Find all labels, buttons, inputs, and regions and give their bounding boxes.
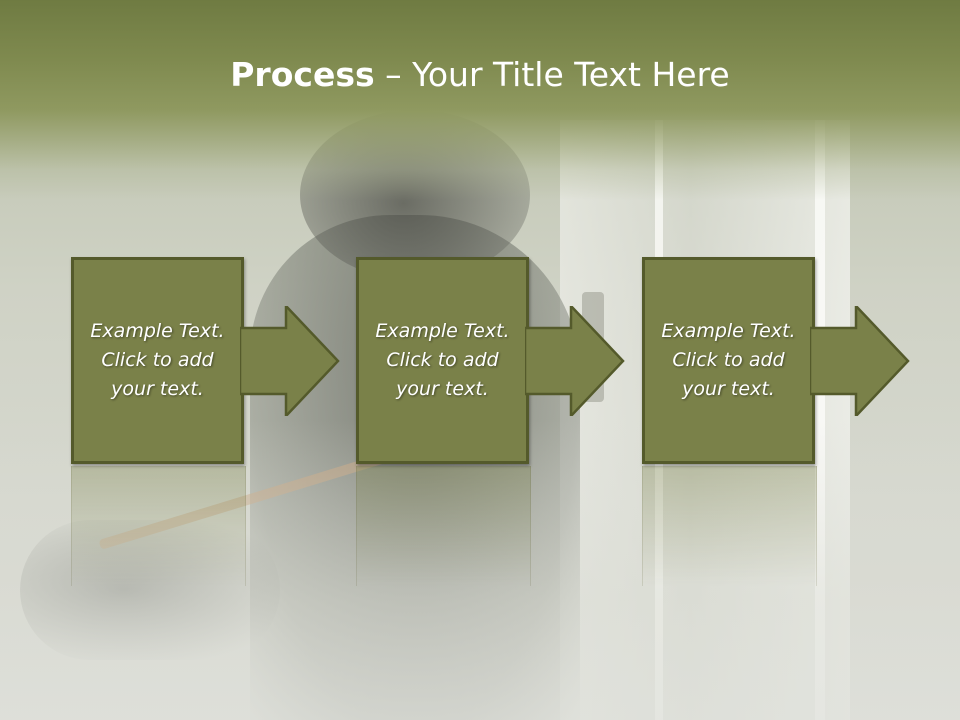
bottom-fade: [0, 420, 960, 720]
title-rest: – Your Title Text Here: [374, 55, 730, 94]
process-step-2[interactable]: Example Text. Click to add your text.: [356, 257, 529, 464]
step-box[interactable]: Example Text. Click to add your text.: [642, 257, 815, 464]
slide-title[interactable]: Process – Your Title Text Here: [0, 52, 960, 98]
box-reflection: [71, 466, 246, 586]
arrow-right-icon: [810, 306, 910, 416]
step-box[interactable]: Example Text. Click to add your text.: [71, 257, 244, 464]
step-text[interactable]: Example Text. Click to add your text.: [375, 320, 510, 400]
box-reflection: [642, 466, 817, 586]
title-bold: Process: [230, 55, 375, 94]
process-step-1[interactable]: Example Text. Click to add your text.: [71, 257, 244, 464]
box-reflection: [356, 466, 531, 586]
arrow-right-icon: [525, 306, 625, 416]
arrow-right-icon: [240, 306, 340, 416]
step-text[interactable]: Example Text. Click to add your text.: [661, 320, 796, 400]
step-box[interactable]: Example Text. Click to add your text.: [356, 257, 529, 464]
step-text[interactable]: Example Text. Click to add your text.: [90, 320, 225, 400]
process-step-3[interactable]: Example Text. Click to add your text.: [642, 257, 815, 464]
title-band: [0, 0, 960, 200]
